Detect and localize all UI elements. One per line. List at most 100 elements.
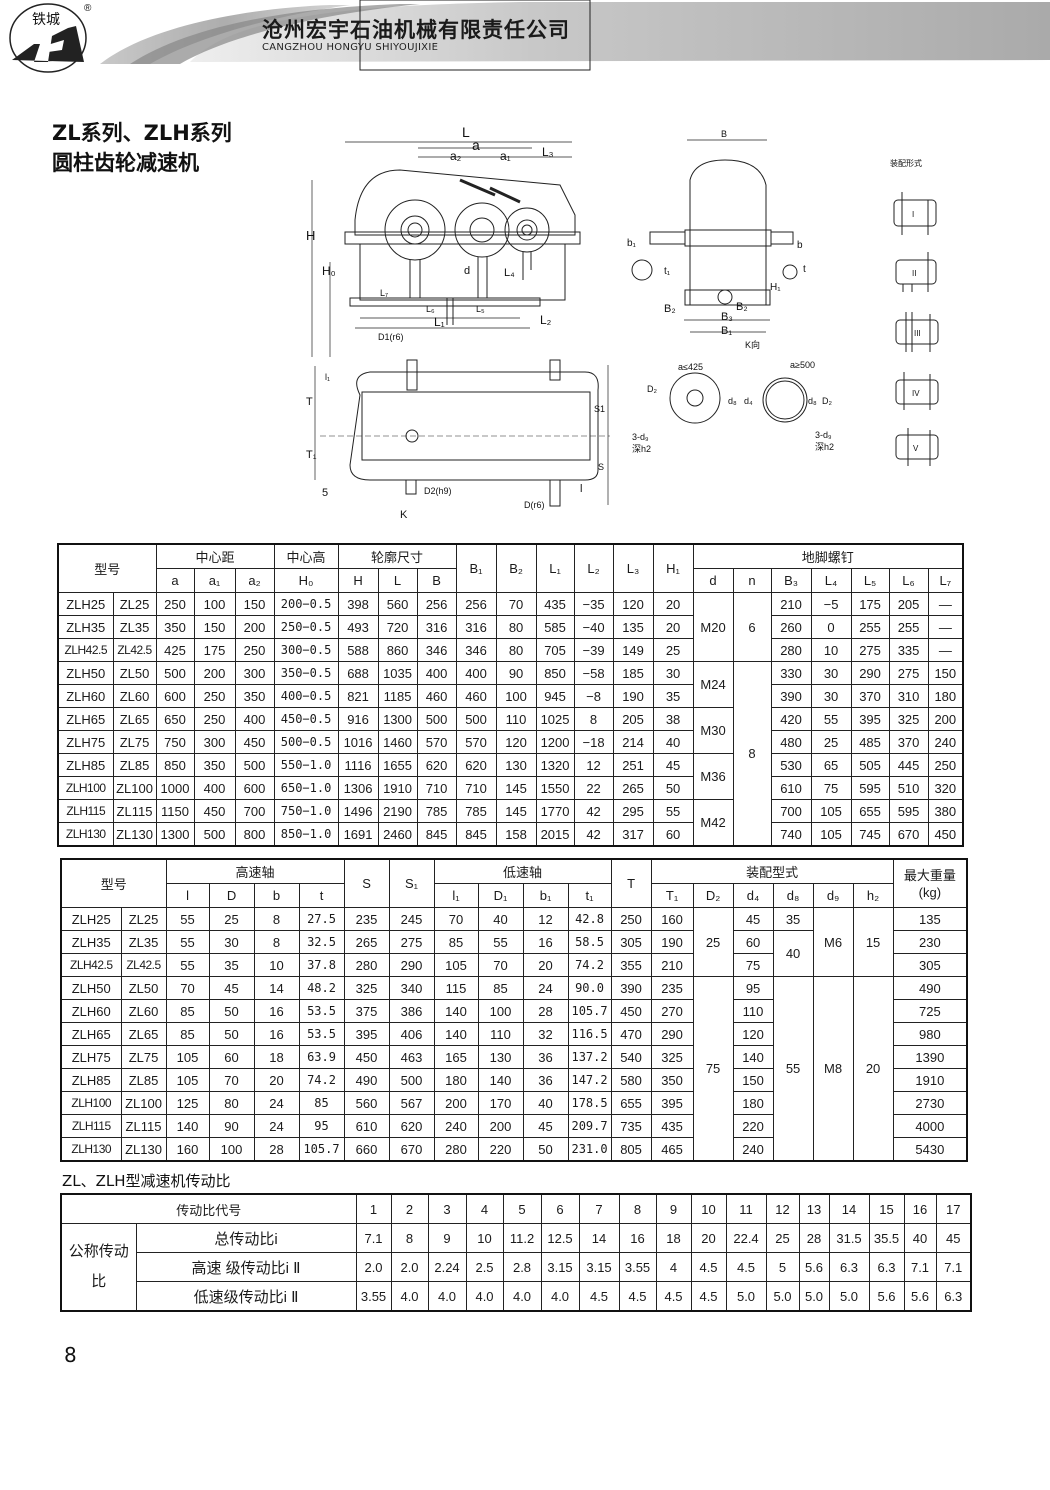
cell-m1: ZLH60 <box>60 999 122 1023</box>
cell-L2: −35 <box>573 592 614 616</box>
cell-H: 821 <box>337 684 379 708</box>
cell-L2: −39 <box>573 638 614 662</box>
header-assembly: 装配型式 <box>650 858 894 884</box>
cell-L1: 1025 <box>535 707 575 731</box>
cell-B3: 210 <box>770 592 812 616</box>
ratio-code: 1 <box>355 1193 392 1224</box>
cell-T: 470 <box>610 1022 652 1046</box>
cell-a1: 200 <box>193 661 236 685</box>
cell-B3: 740 <box>770 822 812 847</box>
cell-m1: ZLH42.5 <box>60 953 122 977</box>
header-model: 型号 <box>57 543 157 593</box>
header-t1: t₁ <box>567 883 612 908</box>
ratio-code-label: 传动比代号 <box>60 1193 357 1224</box>
ratio-value: 2.5 <box>465 1252 504 1282</box>
cell-T1: 465 <box>650 1137 694 1162</box>
cell-D1: 100 <box>477 999 524 1023</box>
cell-d4: 60 <box>732 930 774 954</box>
cell-b: 8 <box>253 907 300 931</box>
ratio-value: 4.5 <box>725 1252 767 1282</box>
cell-B3: 260 <box>770 615 812 639</box>
cell-T1: 235 <box>650 976 694 1000</box>
cell-T: 580 <box>610 1068 652 1092</box>
cell-L: 1035 <box>377 661 418 685</box>
cell-l: 105 <box>165 1068 210 1092</box>
header-h2: h₂ <box>852 883 894 908</box>
cell-D: 70 <box>208 1068 255 1092</box>
label-l: l <box>580 483 582 495</box>
label-K: K <box>400 509 408 521</box>
header-L2: L₂ <box>573 543 614 593</box>
cell-t: 95 <box>298 1114 345 1138</box>
cell-S: 265 <box>343 930 390 954</box>
cell-m2: ZL25 <box>120 907 167 931</box>
label-B: B <box>721 129 727 139</box>
header-center-distance: 中心距 <box>155 543 275 569</box>
cell-L2: −8 <box>573 684 614 708</box>
header-t: t <box>298 883 345 908</box>
cell-b: 20 <box>253 1068 300 1092</box>
cell-t: 27.5 <box>298 907 345 931</box>
cell-H1: 55 <box>652 799 694 823</box>
cell-T1: 290 <box>650 1022 694 1046</box>
ratio-value: 4.5 <box>690 1281 727 1312</box>
cell-t1: 58.5 <box>567 930 612 954</box>
cell-L7: — <box>927 638 964 662</box>
cell-m2: ZL65 <box>120 1022 167 1046</box>
cell-D1: 200 <box>477 1114 524 1138</box>
cell-H: 916 <box>337 707 379 731</box>
cell-L4: 55 <box>810 707 852 731</box>
cell-H1: 40 <box>652 730 694 754</box>
ratio-row-label: 总传动比i <box>135 1223 357 1253</box>
cell-B1: 620 <box>455 753 497 777</box>
ratio-value: 45 <box>935 1223 972 1253</box>
cell-L5: 275 <box>850 638 890 662</box>
cell-D: 100 <box>208 1137 255 1162</box>
cell-D1: 170 <box>477 1091 524 1115</box>
header-max-weight: 最大重量 (kg) <box>892 858 968 908</box>
ratio-row-label: 高速 级传动比i Ⅱ <box>135 1252 357 1282</box>
cell-d: M20 <box>692 592 734 662</box>
cell-T: 655 <box>610 1091 652 1115</box>
cell-weight: 4000 <box>892 1114 968 1138</box>
cell-H1: 30 <box>652 661 694 685</box>
header-high-speed-shaft: 高速轴 <box>165 858 345 884</box>
cell-d4: 95 <box>732 976 774 1000</box>
cell-L6: 335 <box>888 638 929 662</box>
page-number: 8 <box>64 1343 77 1367</box>
max-weight-unit: (kg) <box>918 884 942 900</box>
ratio-value: 4.5 <box>655 1281 692 1312</box>
label-L3: L₃ <box>542 145 554 159</box>
cell-L5: 255 <box>850 615 890 639</box>
cell-D: 25 <box>208 907 255 931</box>
cell-B2: 100 <box>495 684 537 708</box>
header-d8: d₈ <box>772 883 814 908</box>
cell-t1: 105.7 <box>567 999 612 1023</box>
ratio-value: 31.5 <box>828 1223 870 1253</box>
cell-H: 493 <box>337 615 379 639</box>
label-L4: L₄ <box>504 267 515 279</box>
cell-B: 346 <box>416 638 457 662</box>
cell-L: 2460 <box>377 822 418 847</box>
cell-m2: ZL60 <box>112 684 157 708</box>
cell-m1: ZLH42.5 <box>57 638 114 662</box>
cell-B2: 130 <box>495 753 537 777</box>
cell-L4: 0 <box>810 615 852 639</box>
cell-m1: ZLH25 <box>57 592 114 616</box>
header-L7: L₇ <box>927 568 964 593</box>
label-L2: L₂ <box>540 313 552 327</box>
cell-H0: 400−0.5 <box>273 684 339 708</box>
cell-l1: 115 <box>433 976 479 1000</box>
header-B1: B₁ <box>455 543 497 593</box>
cell-t: 63.9 <box>298 1045 345 1069</box>
cell-S1: 670 <box>388 1137 435 1162</box>
cell-L4: −5 <box>810 592 852 616</box>
page-title: ZL系列、ZLH系列 圆柱齿轮减速机 <box>52 118 232 178</box>
cell-weight: 135 <box>892 907 968 931</box>
cell-L2: 42 <box>573 822 614 847</box>
cell-S: 490 <box>343 1068 390 1092</box>
